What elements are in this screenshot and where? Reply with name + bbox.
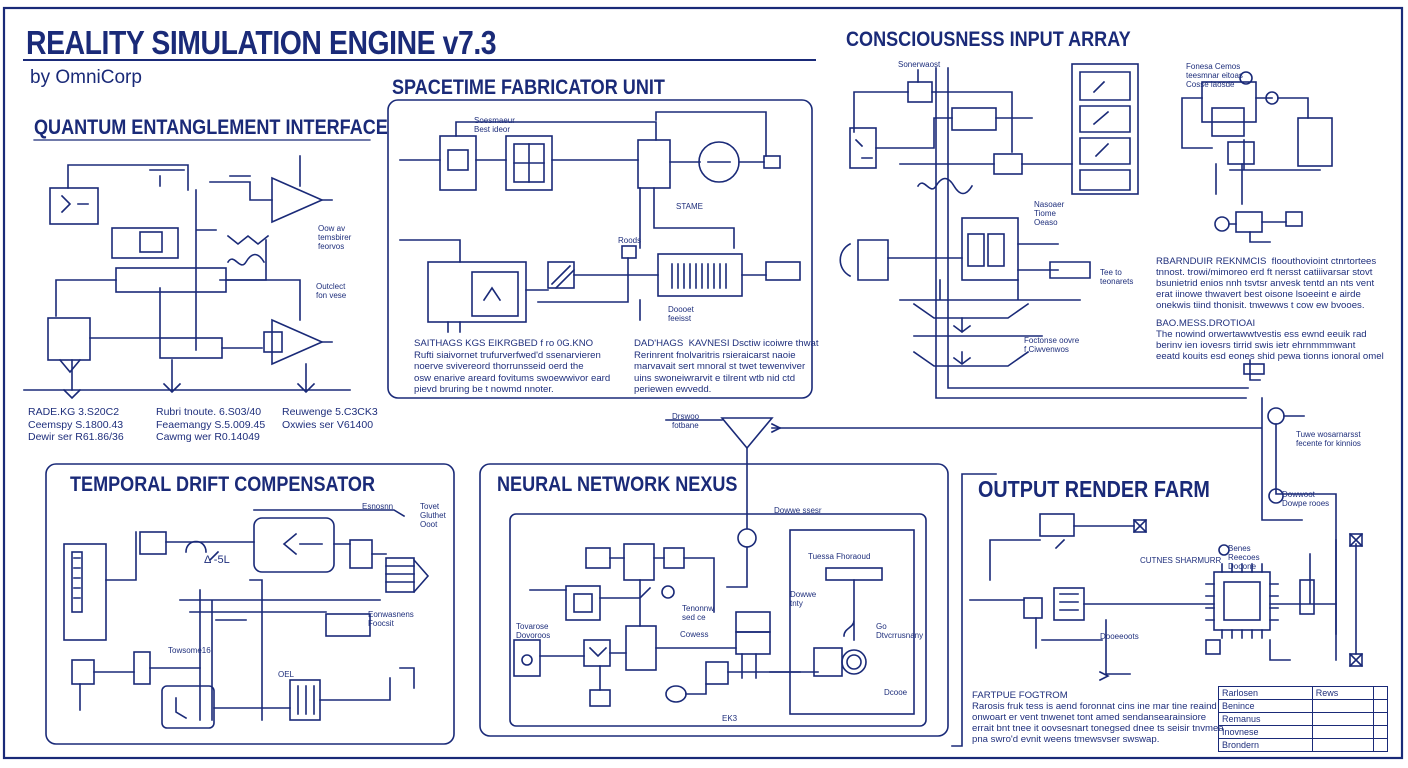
- consciousness-right-circuit: [1181, 71, 1333, 243]
- spacetime-tag-2: STAME: [676, 202, 703, 211]
- output-tag-5: Dooeeoots: [1100, 632, 1139, 641]
- quantum-readout-2: Rubri tnoute. 6.S03/40 Feaemangy S.5.009…: [156, 406, 266, 443]
- legend-header-row: Rarlosen Rews: [1218, 686, 1389, 700]
- quantum-readout-3: Reuwenge 5.C3CK3 Oxwies ser V61400: [282, 406, 378, 431]
- consciousness-tag-1: Sonerwaost: [898, 60, 941, 69]
- consciousness-note-2: BAO.MESS.DROTIOAI The nowind orwertawwtv…: [1156, 318, 1384, 362]
- consciousness-note-1: RBARNDUIR REKNMCIS floouthovioint ctnrto…: [1156, 256, 1377, 311]
- consciousness-tag-2: Nasoaer Tiome Oeaso: [1034, 200, 1065, 227]
- legend-row: Remanus: [1218, 712, 1389, 726]
- neural-tag-5: Cowess: [680, 630, 709, 639]
- quantum-label-1: Oow av temsbirer feorvos: [318, 224, 352, 251]
- neural-tag-9: EK3: [722, 714, 738, 723]
- main-title: REALITY SIMULATION ENGINE v7.3: [26, 24, 497, 61]
- neural-tag-10: Drswoo fotbane: [672, 412, 700, 430]
- temporal-tag-3: Eonwasnens Foocsit: [368, 610, 414, 628]
- output-section-title: OUTPUT RENDER FARM: [978, 476, 1210, 502]
- neural-tag-2: Tuessa Fhoraoud: [808, 552, 871, 561]
- legend-header-2: Rews: [1311, 686, 1374, 700]
- spacetime-tag-1: Soesmaeur Best ideor: [474, 116, 515, 134]
- output-note: FARTPUE FOGTROM Rarosis fruk tess is aen…: [972, 690, 1224, 745]
- output-tag-1: Dowwoot Dowpe rooes: [1282, 490, 1330, 508]
- consciousness-circuit: [839, 63, 1249, 399]
- quantum-circuit: [23, 139, 371, 400]
- output-tag-3: CUTNES SHARMURR: [1140, 556, 1222, 565]
- output-circuit: [951, 473, 1364, 747]
- spacetime-tag-3: Roods: [618, 236, 642, 245]
- legend-cell-empty: [1372, 686, 1389, 700]
- byline: by OmniCorp: [30, 67, 142, 88]
- legend-cell: Remanus: [1218, 712, 1313, 726]
- neural-section-title: NEURAL NETWORK NEXUS: [497, 473, 738, 496]
- consciousness-section-title: CONSCIOUSNESS INPUT ARRAY: [846, 28, 1131, 51]
- neural-tag-4: Dowwe tnty: [790, 590, 817, 608]
- temporal-tag-5: OEL: [278, 670, 295, 679]
- legend-row: Inovnese: [1218, 725, 1389, 739]
- spacetime-circuit: [387, 99, 813, 399]
- consciousness-tag-4: Tee to teonarets: [1100, 268, 1134, 286]
- neural-tag-8: Tovarose Dovoroos: [516, 622, 551, 640]
- sheet-border: [2, 6, 1404, 760]
- consciousness-tag-3: Fonesa Cemos teesmnar eitoas Cosse laosd…: [1186, 62, 1243, 89]
- quantum-label-2: Outclect fon vese: [316, 282, 347, 300]
- legend-cell: Inovnese: [1218, 725, 1313, 739]
- spacetime-note-2: DAD'HAGS KAVNESI Dsctiw icoiwre thwat Re…: [634, 338, 819, 395]
- quantum-readout-1: RADE.KG 3.S20C2 Ceemspy S.1800.43 Dewir …: [28, 406, 124, 443]
- legend-cell: Brondern: [1218, 738, 1313, 752]
- spacetime-section-title: SPACETIME FABRICATOR UNIT: [392, 76, 665, 99]
- temporal-circuit: [45, 463, 455, 745]
- temporal-tag-2: Tovet Gluthet Ooot: [420, 502, 446, 529]
- temporal-tag-6: Δ -5L: [204, 554, 230, 566]
- output-tag-4: Benes Reecoes Dooone: [1228, 544, 1260, 571]
- legend-header-1: Rarlosen: [1218, 686, 1313, 700]
- neural-tag-3: Tenonnw sed ce: [682, 604, 715, 622]
- legend-cell: Benince: [1218, 699, 1313, 713]
- legend-row: Brondern: [1218, 738, 1389, 752]
- quantum-section-title: QUANTUM ENTANGLEMENT INTERFACE: [34, 116, 388, 139]
- consciousness-tag-5: Foctonse oovre f Ciwvenwos: [1024, 336, 1080, 354]
- legend-table: Rarlosen Rews Benince Remanus Inovnese B…: [1218, 686, 1389, 752]
- spacetime-tag-4: Doooet feeisst: [668, 305, 694, 323]
- neural-circuit: [479, 463, 949, 737]
- neural-tag-6: Go Dtvcrrusnany: [876, 622, 924, 640]
- temporal-tag-4: Towsome16: [168, 646, 211, 655]
- spacetime-note-1: SAITHAGS KGS EIKRGBED f ro 0G.KNO Rufti …: [414, 338, 611, 395]
- legend-row: Benince: [1218, 699, 1389, 713]
- neural-tag-7: Dcooe: [884, 688, 908, 697]
- temporal-tag-1: Esnosnn: [362, 502, 394, 511]
- neural-tag-1: Dowwe ssesr: [774, 506, 822, 515]
- output-tag-2: Tuwe wosarnarsst fecente for kinnios: [1296, 430, 1361, 448]
- temporal-section-title: TEMPORAL DRIFT COMPENSATOR: [70, 473, 376, 496]
